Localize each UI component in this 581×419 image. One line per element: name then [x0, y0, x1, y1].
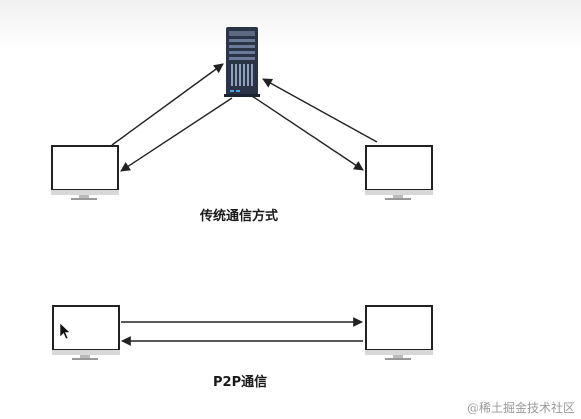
watermark: @稀土掘金技术社区 [466, 401, 575, 415]
monitor-icon [365, 305, 433, 360]
monitor-icon [51, 145, 119, 200]
arrow-client-left-to-server [111, 63, 224, 146]
arrow-client-right-to-server [262, 78, 378, 143]
cursor-icon [59, 322, 71, 340]
top-band [0, 0, 581, 50]
traditional-communication-caption: 传统通信方式 [200, 209, 279, 224]
server-icon [224, 27, 260, 97]
monitor-icon [365, 145, 433, 200]
p2p-communication-caption: P2P通信 [213, 375, 268, 390]
arrow-server-to-client-right [251, 95, 364, 171]
arrow-server-to-client-left [120, 97, 233, 172]
